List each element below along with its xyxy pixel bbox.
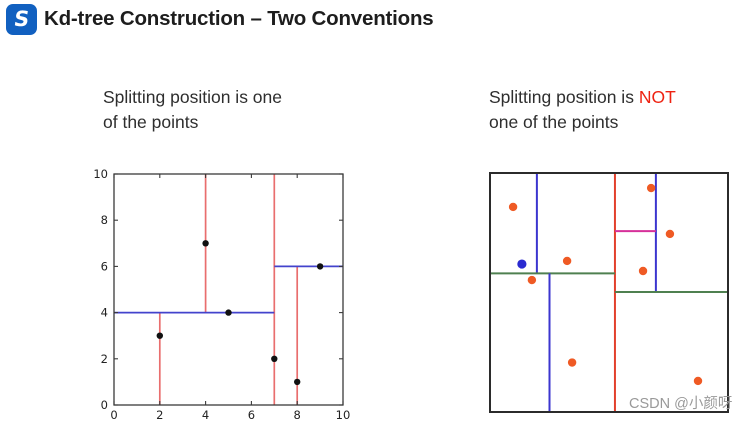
right-caption-not-highlight: NOT: [638, 87, 676, 107]
logo-letter: S: [12, 7, 31, 31]
kdtree-plot-point-convention: 0 2 4 6 8 10 0 2 4 6 8 10: [70, 158, 355, 422]
svg-text:10: 10: [336, 408, 351, 422]
right-caption-pre: Splitting position is: [489, 87, 639, 107]
svg-text:6: 6: [101, 259, 108, 273]
page-title: Kd-tree Construction – Two Conventions: [44, 7, 434, 30]
left-plot-canvas: 0 2 4 6 8 10 0 2 4 6 8 10: [93, 167, 351, 422]
kdtree-plot-region-convention: [489, 172, 729, 413]
right-caption-line2: one of the points: [489, 112, 619, 132]
left-caption: Splitting position is one of the points: [103, 85, 373, 135]
svg-text:8: 8: [101, 213, 108, 227]
svg-text:2: 2: [156, 408, 163, 422]
left-caption-line1: Splitting position is one: [103, 87, 282, 107]
svg-text:4: 4: [202, 408, 209, 422]
svg-text:6: 6: [248, 408, 255, 422]
svg-text:8: 8: [294, 408, 301, 422]
svg-text:0: 0: [110, 408, 117, 422]
watermark-text: CSDN @小颜呀: [629, 396, 733, 412]
left-caption-line2: of the points: [103, 112, 199, 132]
right-plot-canvas: [489, 172, 729, 413]
svg-text:2: 2: [101, 352, 108, 366]
brand-logo-icon: S: [6, 4, 37, 35]
right-caption: Splitting position is NOT one of the poi…: [489, 85, 745, 135]
svg-text:10: 10: [93, 167, 108, 181]
svg-text:4: 4: [101, 306, 108, 320]
svg-text:0: 0: [101, 398, 108, 412]
slide-header: S Kd-tree Construction – Two Conventions: [0, 0, 745, 44]
